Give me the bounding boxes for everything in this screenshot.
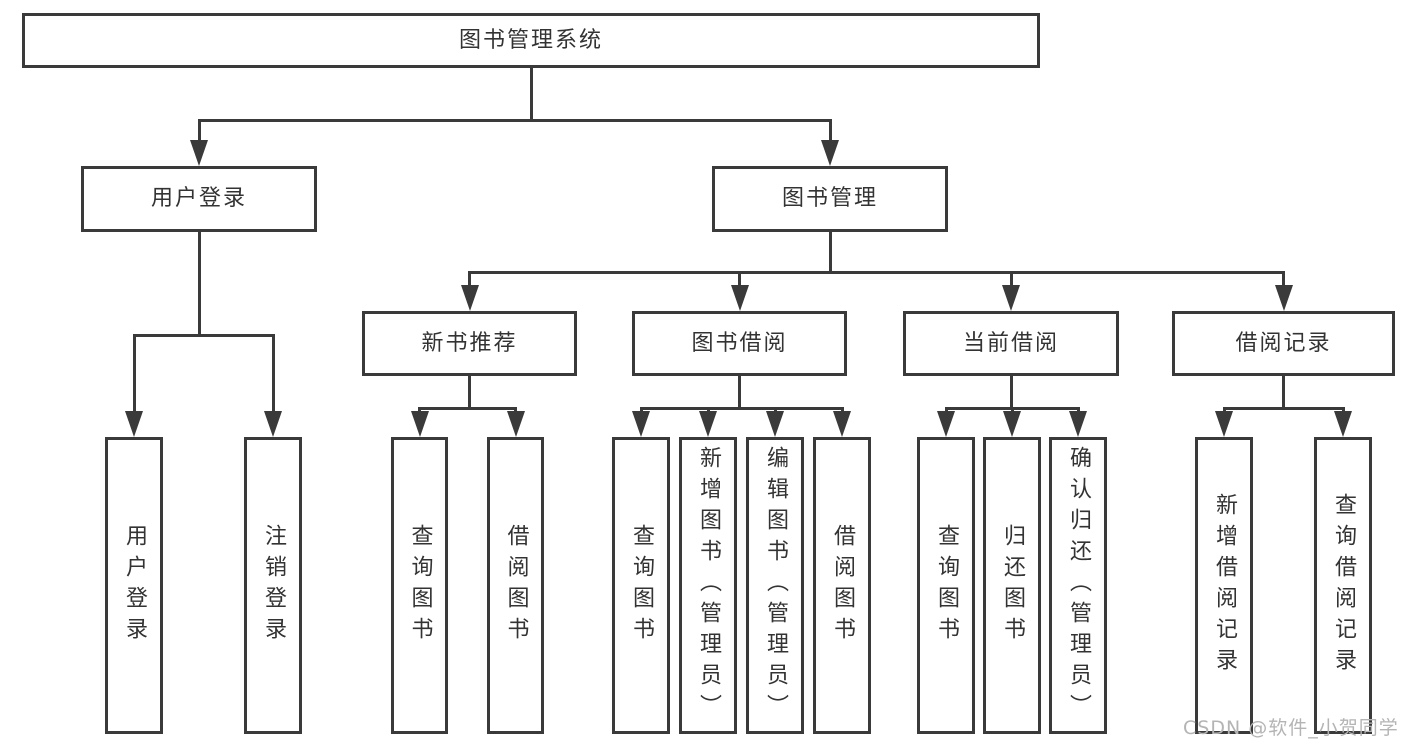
- node-rec: 新书推荐: [362, 311, 577, 376]
- node-leaf-rec-borrow: 借阅图书: [487, 437, 544, 734]
- connector-stub: [529, 68, 533, 120]
- node-label: 用户登录: [150, 186, 247, 212]
- node-leaf-rec-query: 查询图书: [391, 437, 448, 734]
- connector-drop: [468, 272, 471, 285]
- connector-drop: [828, 120, 832, 140]
- connector-stub: [1282, 376, 1285, 408]
- connector-drop: [639, 408, 643, 411]
- node-label: 借阅图书: [503, 523, 529, 648]
- connector-bus: [468, 270, 1285, 274]
- connector-bus: [418, 406, 517, 410]
- connector-stub: [468, 376, 471, 408]
- node-label: 归还图书: [1000, 523, 1025, 648]
- connector-bus: [639, 406, 844, 410]
- arrowhead-down-icon: [1215, 411, 1233, 437]
- node-label: 新增图书（管理员）: [696, 446, 721, 725]
- connector-drop: [197, 120, 201, 140]
- connector-drop: [418, 408, 421, 411]
- node-current: 当前借阅: [903, 311, 1119, 376]
- node-leaf-logout: 注销登录: [244, 437, 302, 734]
- node-label: 借阅记录: [1235, 330, 1332, 356]
- arrowhead-down-icon: [1003, 411, 1021, 437]
- connector-bus: [132, 333, 275, 337]
- connector-bus: [197, 118, 832, 122]
- connector-drop: [1222, 408, 1226, 411]
- node-label: 编辑图书（管理员）: [763, 446, 788, 725]
- node-label: 借阅图书: [830, 523, 855, 648]
- node-label: 图书管理系统: [458, 27, 603, 53]
- arrowhead-down-icon: [821, 140, 839, 166]
- connector-drop: [514, 408, 517, 411]
- arrowhead-down-icon: [730, 285, 749, 311]
- arrowhead-down-icon: [460, 285, 479, 311]
- arrowhead-down-icon: [506, 411, 525, 437]
- node-leaf-user-login: 用户登录: [105, 437, 163, 734]
- arrowhead-down-icon: [1069, 411, 1087, 437]
- node-label: 查询借阅记录: [1331, 492, 1356, 679]
- connector-drop: [944, 408, 948, 411]
- node-leaf-current-query: 查询图书: [917, 437, 975, 734]
- node-leaf-record-add: 新增借阅记录: [1195, 437, 1253, 734]
- connector-drop: [1076, 408, 1080, 411]
- arrowhead-down-icon: [833, 411, 851, 437]
- connector-stub: [1009, 376, 1013, 408]
- arrowhead-down-icon: [632, 411, 650, 437]
- node-label: 新增借阅记录: [1212, 492, 1237, 679]
- connector-drop: [132, 335, 136, 411]
- node-label: 注销登录: [261, 523, 286, 648]
- node-label: 查询图书: [629, 523, 654, 648]
- node-mgmt: 图书管理: [712, 166, 948, 232]
- watermark: CSDN @软件_小贺同学: [1183, 717, 1399, 739]
- connector-stub: [197, 232, 201, 335]
- connector-drop: [271, 335, 275, 411]
- arrowhead-down-icon: [699, 411, 717, 437]
- connector-drop: [738, 272, 741, 285]
- connector-drop: [1341, 408, 1345, 411]
- node-leaf-borrow-query: 查询图书: [612, 437, 670, 734]
- node-leaf-borrow-edit: 编辑图书（管理员）: [746, 437, 804, 734]
- node-root: 图书管理系统: [22, 13, 1040, 68]
- arrowhead-down-icon: [125, 411, 143, 437]
- arrowhead-down-icon: [937, 411, 955, 437]
- node-label: 用户登录: [122, 523, 147, 648]
- connector-drop: [1009, 272, 1013, 285]
- node-label: 当前借阅: [962, 330, 1059, 356]
- connector-drop: [773, 408, 777, 411]
- connector-bus: [1222, 406, 1345, 410]
- node-label: 确认归还（管理员）: [1066, 446, 1091, 725]
- node-leaf-current-return: 归还图书: [983, 437, 1041, 734]
- node-leaf-borrow-borrow: 借阅图书: [813, 437, 871, 734]
- connector-drop: [1010, 408, 1014, 411]
- node-label: 查询图书: [934, 523, 959, 648]
- node-leaf-borrow-add: 新增图书（管理员）: [679, 437, 737, 734]
- node-leaf-current-confirm: 确认归还（管理员）: [1049, 437, 1107, 734]
- arrowhead-down-icon: [264, 411, 282, 437]
- connector-stub: [738, 376, 741, 408]
- node-login: 用户登录: [81, 166, 317, 232]
- node-record: 借阅记录: [1172, 311, 1395, 376]
- node-label: 图书管理: [781, 186, 878, 212]
- arrowhead-down-icon: [1274, 285, 1293, 311]
- connector-drop: [840, 408, 844, 411]
- connector-stub: [828, 232, 832, 272]
- node-label: 新书推荐: [421, 330, 518, 356]
- node-label: 图书借阅: [691, 330, 788, 356]
- node-borrow: 图书借阅: [632, 311, 847, 376]
- connector-drop: [1282, 272, 1285, 285]
- arrowhead-down-icon: [410, 411, 429, 437]
- arrowhead-down-icon: [1002, 285, 1020, 311]
- node-leaf-record-query: 查询借阅记录: [1314, 437, 1372, 734]
- arrowhead-down-icon: [190, 140, 208, 166]
- node-label: 查询图书: [407, 523, 433, 648]
- arrowhead-down-icon: [1334, 411, 1352, 437]
- arrowhead-down-icon: [766, 411, 784, 437]
- connector-drop: [706, 408, 710, 411]
